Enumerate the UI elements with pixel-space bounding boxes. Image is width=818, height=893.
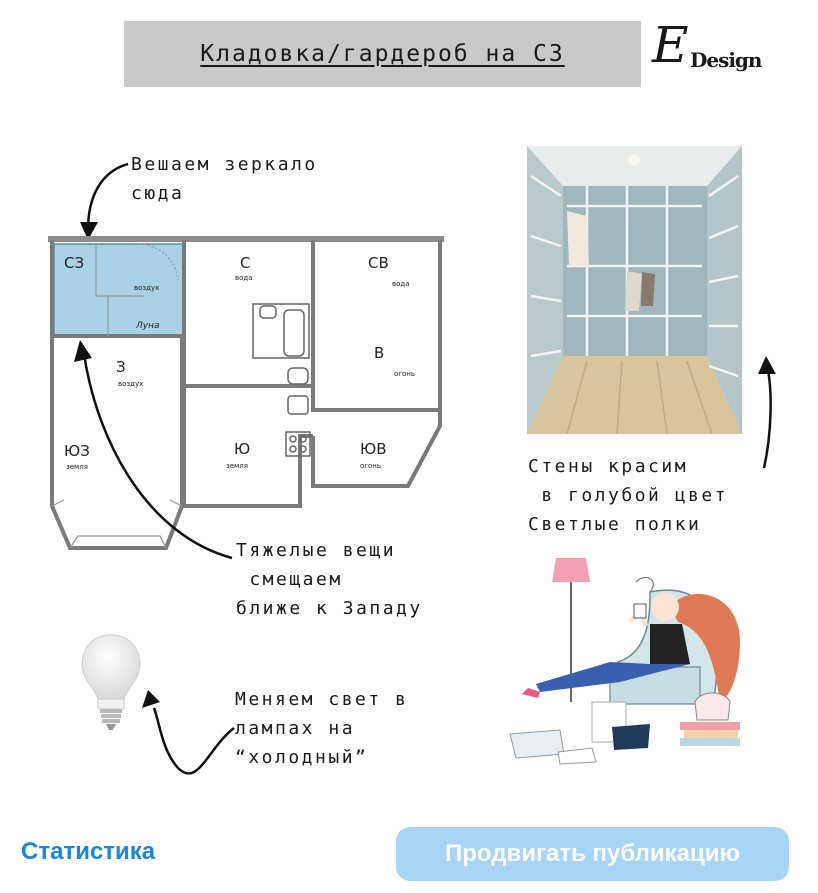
walk-in-closet-photo xyxy=(527,146,742,434)
zone-se: ЮВ xyxy=(360,440,386,458)
note-light: Меняем свет в лампах на “холодный” xyxy=(235,689,409,768)
zone-nw: СЗ xyxy=(64,254,84,272)
arrow-heavy-icon xyxy=(74,340,233,560)
arrow-walls-icon xyxy=(758,356,776,469)
zone-sw: ЮЗ xyxy=(64,442,90,460)
statistics-link[interactable]: Статистика xyxy=(21,838,156,865)
zone-ne: СВ xyxy=(368,254,389,272)
arrow-light-icon xyxy=(142,690,235,775)
zone-n: С xyxy=(240,254,250,272)
zone-w: З xyxy=(116,358,126,376)
note-heavy: Тяжелые вещи смещаем ближе к Западу xyxy=(236,540,423,619)
note-mirror: Вешаем зеркало сюда xyxy=(131,154,318,204)
logo-mark: E xyxy=(652,16,689,74)
zone-sw-element: земля xyxy=(66,463,88,471)
zone-e: В xyxy=(374,344,384,362)
zone-nw-extra: Луна xyxy=(135,321,160,331)
arrow-mirror-icon xyxy=(80,162,129,240)
logo-word: Design xyxy=(690,48,762,72)
floor-plan: СЗ воздух Луна С вода СВ вода В огонь З … xyxy=(48,236,444,550)
zone-nw-element: воздух xyxy=(134,284,159,292)
zone-s: Ю xyxy=(234,440,250,458)
title-banner: Кладовка/гардероб на СЗ xyxy=(124,21,641,87)
edesign-logo: E Design xyxy=(652,16,778,82)
zone-w-element: воздух xyxy=(118,380,143,388)
relaxing-woman-illustration xyxy=(509,558,740,765)
zone-n-element: вода xyxy=(235,274,253,282)
note-walls: Стены красим в голубой цвет Светлые полк… xyxy=(528,456,729,535)
zone-s-element: земля xyxy=(226,462,248,470)
zone-ne-element: вода xyxy=(392,280,410,288)
zone-e-element: огонь xyxy=(394,370,415,378)
zone-se-element: огонь xyxy=(360,462,381,470)
page-title: Кладовка/гардероб на СЗ xyxy=(200,41,565,67)
light-bulb-icon xyxy=(81,634,141,730)
promote-post-button[interactable]: Продвигать публикацию xyxy=(396,827,789,881)
